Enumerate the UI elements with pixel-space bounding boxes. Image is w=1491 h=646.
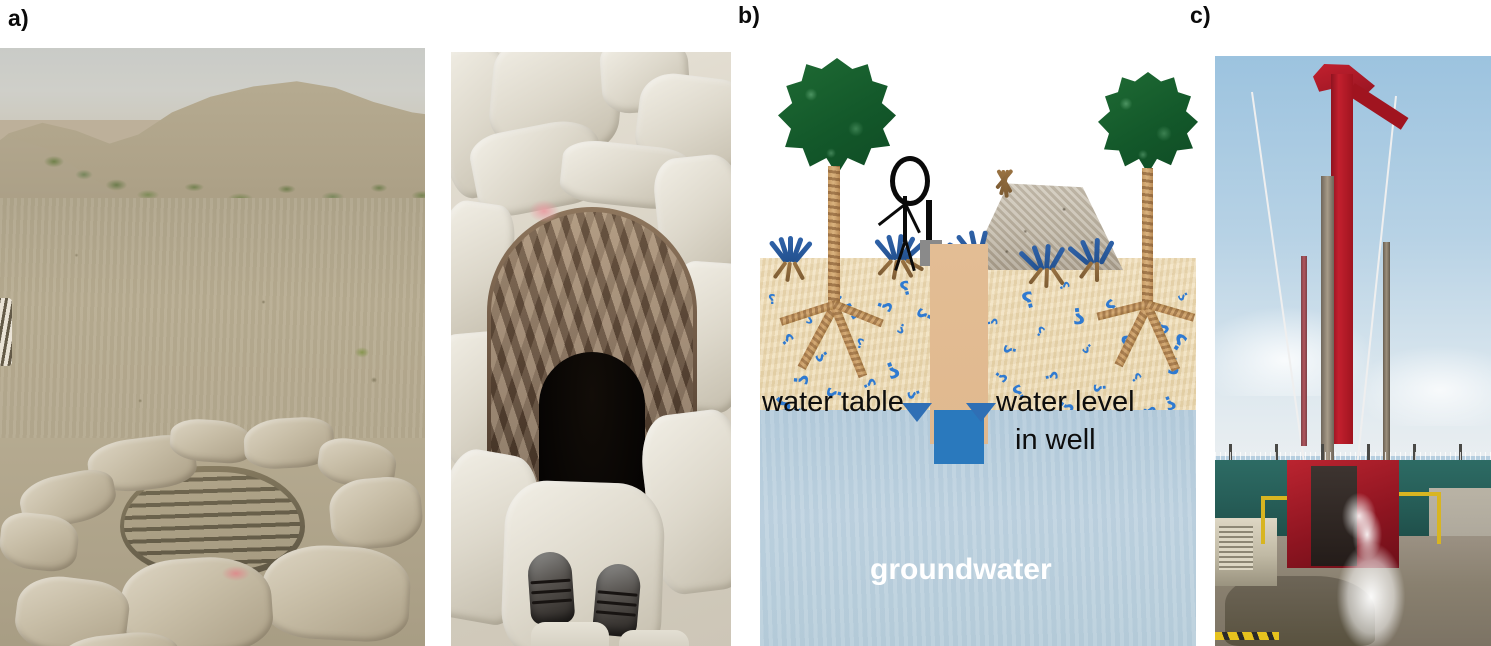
- desert-plain-texture: [0, 198, 425, 458]
- trouser-leg-left: [531, 622, 609, 646]
- grass-tuft: [352, 344, 372, 358]
- panel-label-a: a): [8, 5, 29, 31]
- tree-trunk-left: [828, 166, 840, 314]
- infiltration-droplets-group: ⸮⸮⸮⸮⸮⸮⸮⸮⸮⸮⸮⸮⸮⸮⸮⸮⸮⸮⸮⸮⸮⸮⸮⸮⸮⸮⸮⸮⸮⸮⸮⸮⸮⸮⸮⸮⸮⸮⸮⸮…: [768, 277, 1192, 410]
- animal-at-edge: [0, 298, 12, 366]
- limestone-slab: [499, 479, 667, 646]
- shoe-lace: [595, 610, 636, 617]
- red-paint-mark: [529, 200, 559, 222]
- tree-crown-right: [1098, 72, 1198, 174]
- safety-railing-left: [1261, 496, 1305, 544]
- groundwater-well-cross-section-diagram: ⸮⸮⸮⸮⸮⸮⸮⸮⸮⸮⸮⸮⸮⸮⸮⸮⸮⸮⸮⸮⸮⸮⸮⸮⸮⸮⸮⸮⸮⸮⸮⸮⸮⸮⸮⸮⸮⸮⸮⸮…: [760, 48, 1198, 646]
- person-leg-right: [904, 239, 916, 272]
- red-paint-mark: [222, 566, 250, 581]
- shoe-lace: [531, 588, 572, 595]
- safety-railing-right: [1391, 492, 1441, 544]
- tree-trunk-right: [1142, 168, 1153, 316]
- trouser-leg-right: [619, 630, 689, 646]
- rig-mast: [1331, 74, 1353, 444]
- artesian-water-discharge: [1323, 508, 1419, 646]
- shoe-lace: [531, 598, 572, 605]
- water-level-label: water level: [996, 386, 1135, 418]
- shoe-lace: [530, 578, 571, 585]
- water-table-label: water table: [762, 386, 904, 418]
- person-head: [890, 156, 930, 206]
- stone-block: [259, 542, 413, 644]
- water-table-marker: [902, 403, 932, 422]
- shoe-lace: [597, 590, 638, 597]
- rig-hydraulic-cylinder: [1301, 256, 1307, 446]
- panel-label-c: c): [1190, 2, 1211, 28]
- groundwater-label: groundwater: [870, 553, 1052, 586]
- panel-label-b: b): [738, 2, 761, 28]
- stone-tunnel-entrance-photo: [451, 52, 731, 646]
- person-torso: [903, 196, 907, 242]
- cloud: [1355, 346, 1491, 426]
- person-measuring-pole: [926, 200, 932, 262]
- rig-mast-guide: [1321, 176, 1334, 466]
- water-level-in-well-marker: [966, 403, 996, 422]
- drill-rod: [1383, 242, 1390, 472]
- hazard-tape: [1215, 632, 1279, 640]
- generator-vent: [1219, 526, 1253, 570]
- drilling-rig-artesian-well-photo: [1215, 56, 1491, 646]
- tree-crown-left: [778, 58, 896, 176]
- desert-landscape-with-well-head-photo: [0, 48, 425, 646]
- shoe-lace: [596, 600, 637, 607]
- in-well-label: in well: [1015, 424, 1096, 456]
- shoe-left: [526, 550, 576, 626]
